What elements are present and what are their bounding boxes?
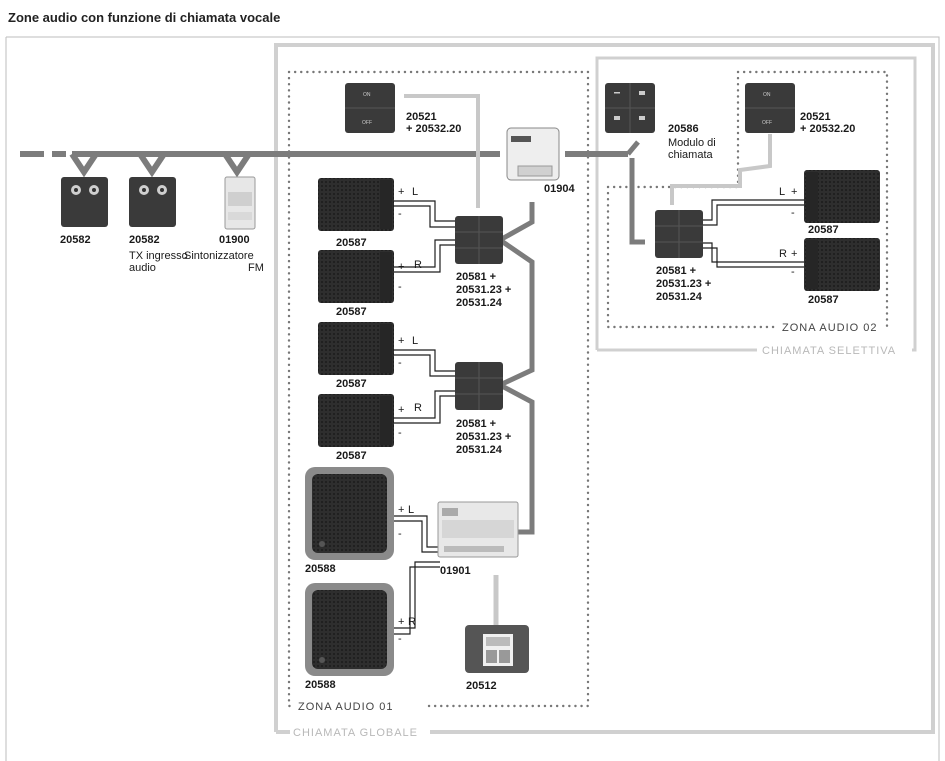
spk-big1-code: 20588 [305,563,336,575]
speaker-wiring [394,199,804,635]
speaker-20588-1 [305,467,394,560]
ctl-left-code1: 20521 [406,111,437,123]
amp2-line3: 20531.24 [456,444,503,456]
svg-text:OFF: OFF [762,120,772,126]
wire-minus-1: - [398,208,402,220]
speaker-20588-2 [305,583,394,676]
amp3-line2: 20531.23 + [656,278,711,290]
wire-minus-8: - [791,266,795,278]
amplifier-module-1 [455,216,503,264]
audio-input-module-2 [129,177,176,227]
svg-text:ON: ON [363,92,371,98]
power-code: 01904 [544,183,575,195]
wire-L-4: L [779,186,785,198]
wire-R-3: R [408,616,416,628]
in2-code: 20582 [129,234,160,246]
wire-R-1: R [414,259,422,271]
call-line-2 [670,134,772,205]
zone-01-boundary [287,70,590,708]
wire-plus-8: + [791,248,797,260]
wire-minus-3: - [398,357,402,369]
wire-plus-7: + [791,186,797,198]
zone-02-label: ZONA AUDIO 02 [782,322,878,334]
in2-desc1: TX ingresso [129,250,188,262]
wire-plus-5: + [398,504,404,516]
touch-screen-module [465,625,529,673]
outer-frame [5,36,940,761]
wire-L-1: L [412,186,418,198]
touch-code: 20512 [466,680,497,692]
amp1-line1: 20581 + [456,271,496,283]
wire-R-4: R [779,248,787,260]
amplifier-module-3 [655,210,703,258]
amp2-line2: 20531.23 + [456,431,511,443]
global-call-loop [274,43,935,734]
speaker-20587-6 [804,238,880,291]
call-module [605,83,655,133]
wire-L-2: L [412,335,418,347]
wire-R-2: R [414,402,422,414]
tuner-code: 01900 [219,234,250,246]
ctl-right-code1: 20521 [800,111,831,123]
wire-plus-6: + [398,616,404,628]
speaker-20587-3 [318,322,394,375]
spk6-code: 20587 [808,294,839,306]
wire-plus-3: + [398,335,404,347]
global-call-label: CHIAMATA GLOBALE [293,727,418,739]
in1-code: 20582 [60,234,91,246]
amp1-line2: 20531.23 + [456,284,511,296]
speaker-20587-1 [318,178,394,231]
amp3-line3: 20531.24 [656,291,703,303]
wire-plus-1: + [398,186,404,198]
audio-input-module-1 [61,177,108,227]
bus-zone1 [494,202,535,535]
bus-zone2 [626,140,645,245]
tuner-desc1: Sintonizzatore [184,250,254,262]
wire-plus-4: + [398,404,404,416]
spk1-code: 20587 [336,237,367,249]
spk-big2-code: 20588 [305,679,336,691]
svg-text:OFF: OFF [362,120,372,126]
amp3-line1: 20581 + [656,265,696,277]
spk2-code: 20587 [336,306,367,318]
in2-desc2: audio [129,262,156,274]
svg-text:ON: ON [763,92,771,98]
amp1-line3: 20531.24 [456,297,503,309]
control-module-left: ON OFF [345,83,395,133]
wire-plus-2: + [398,261,404,273]
wire-minus-4: - [398,427,402,439]
wire-minus-6: - [398,633,402,645]
dinamp-code: 01901 [440,565,471,577]
power-supply-module [506,127,560,181]
wire-minus-7: - [791,207,795,219]
call-module-desc2: chiamata [668,149,714,161]
spk3-code: 20587 [336,378,367,390]
spk4-code: 20587 [336,450,367,462]
speaker-20587-5 [804,170,880,223]
tuner-desc2: FM [248,262,264,274]
call-module-code: 20586 [668,123,699,135]
ctl-right-code2: + 20532.20 [800,123,855,135]
amplifier-module-2 [455,362,503,410]
wire-L-3: L [408,504,414,516]
amp2-line1: 20581 + [456,418,496,430]
din-amplifier-module [437,501,519,558]
diagram-title: Zone audio con funzione di chiamata voca… [8,10,280,25]
zone-01-label: ZONA AUDIO 01 [298,701,394,713]
wire-minus-5: - [398,528,402,540]
call-line-1 [404,94,480,208]
ctl-left-code2: + 20532.20 [406,123,461,135]
spk5-code: 20587 [808,224,839,236]
speaker-20587-4 [318,394,394,447]
speaker-20587-2 [318,250,394,303]
fm-tuner-module [224,176,256,230]
control-module-right: ON OFF [745,83,795,133]
wire-minus-2: - [398,281,402,293]
selective-call-label: CHIAMATA SELETTIVA [762,345,896,357]
call-module-desc1: Modulo di [668,137,716,149]
